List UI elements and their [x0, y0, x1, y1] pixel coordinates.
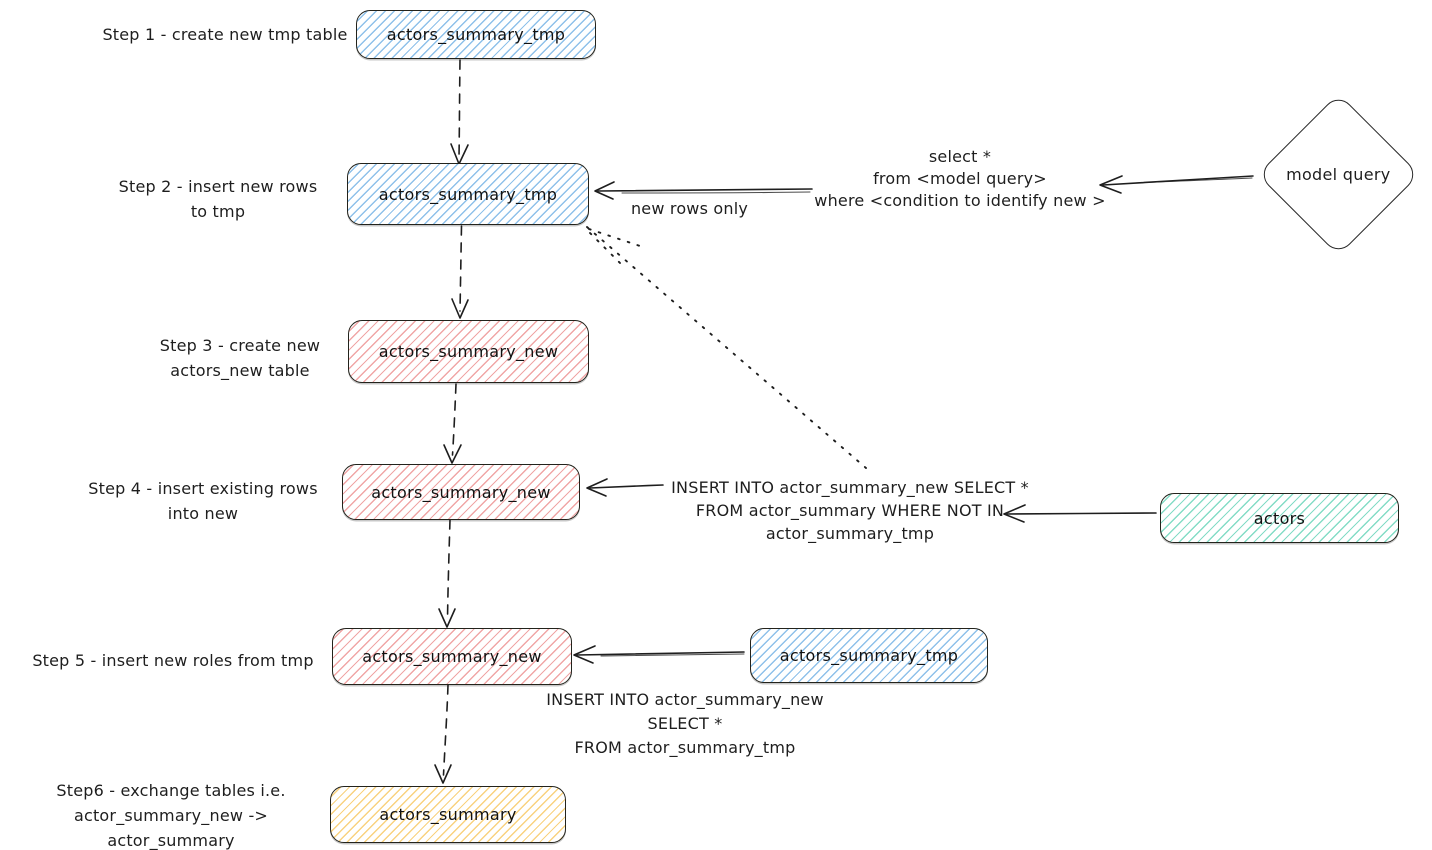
arrowhead-into-step5-box: [573, 645, 596, 664]
arrowhead-step3: [451, 298, 469, 319]
step-2-label: Step 2 - insert new rows to tmp: [118, 177, 318, 221]
arrowhead-step5: [438, 608, 456, 628]
solid-connectors: [576, 175, 1254, 657]
dotted-arrowhead-strand-2: [589, 232, 621, 264]
new-rows-only-label: new rows only: [630, 199, 749, 218]
actors-source-node[interactable]: actors: [1160, 493, 1399, 543]
line-tmp-to-step5: [576, 651, 745, 656]
step-1-label: Step 1 - create new tmp table: [102, 25, 348, 44]
dotted-reference-link: [586, 226, 867, 469]
step3-node-actors-summary-new[interactable]: actors_summary_new: [348, 320, 589, 383]
step-6-label: Step6 - exchange tables i.e. actor_summa…: [56, 781, 286, 850]
step5-node-actors-summary-new[interactable]: actors_summary_new: [332, 628, 572, 685]
line-diamond-to-query: [1102, 175, 1254, 186]
line-insert-to-step4: [589, 484, 664, 489]
step1-node-actors-summary-tmp[interactable]: actors_summary_tmp: [356, 10, 596, 59]
arrow-step5-to-step6: [442, 684, 449, 776]
line-query-to-step2-double: [621, 191, 811, 194]
step6-node-actors-summary[interactable]: actors_summary: [330, 786, 566, 843]
model-query-diamond[interactable]: model query: [1257, 93, 1420, 256]
arrowhead-step6: [434, 764, 452, 784]
insert-not-in-annotation: INSERT INTO actor_summary_new SELECT * F…: [671, 478, 1029, 543]
arrowhead-step2: [450, 143, 469, 165]
step-5-label: Step 5 - insert new roles from tmp: [32, 651, 314, 670]
arrow-step1-to-step2: [458, 59, 461, 158]
dotted-step2-to-insert: [586, 226, 867, 469]
tmp-source-node[interactable]: actors_summary_tmp: [750, 628, 988, 683]
step4-node-actors-summary-new[interactable]: actors_summary_new: [342, 464, 580, 520]
select-query-annotation: select * from <model query> where <condi…: [814, 147, 1106, 210]
arrow-step2-to-step3: [459, 225, 463, 312]
step-3-label: Step 3 - create new actors_new table: [159, 336, 321, 380]
step-4-label: Step 4 - insert existing rows into new: [88, 479, 318, 523]
dotted-arrowhead-strand-1: [588, 228, 647, 249]
line-query-to-step2: [597, 188, 813, 192]
line-diamond-to-query-double: [1135, 177, 1253, 184]
arrow-step3-to-step4: [451, 383, 457, 456]
step2-node-actors-summary-tmp[interactable]: actors_summary_tmp: [347, 163, 589, 225]
arrow-step4-to-step5: [446, 519, 451, 620]
insert-from-tmp-annotation: INSERT INTO actor_summary_new SELECT * F…: [546, 690, 824, 757]
arrowhead-step4: [443, 444, 462, 464]
arrowhead-into-step4-box: [586, 478, 608, 497]
model-query-label: model query: [1286, 165, 1391, 184]
line-tmp-to-step5-double: [600, 653, 745, 657]
